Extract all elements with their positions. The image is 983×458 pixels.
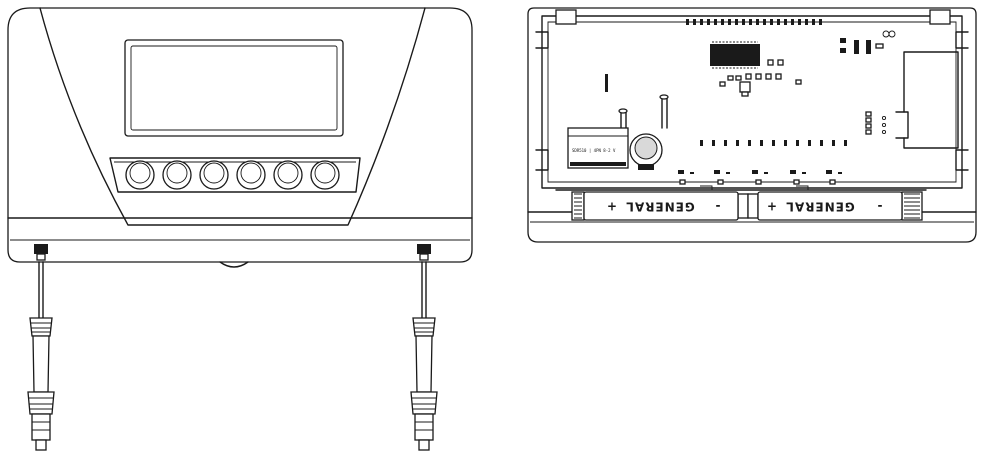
microcontroller-chip [710,41,760,69]
button-row [125,160,340,190]
capacitor [629,133,663,170]
pin-header-top [686,19,822,25]
button-1[interactable] [125,160,155,190]
battery-2-label: GENERAL [785,200,854,214]
battery-1: + GENERAL - [583,191,739,221]
battery-2-plus: + [767,200,777,214]
display-window [124,39,344,137]
inner-tray [541,15,963,189]
button-panel [109,157,361,193]
front-faceplate [39,7,426,226]
button-2[interactable] [162,160,192,190]
battery-1-plus: + [607,200,617,214]
battery-1-minus: - [715,200,720,214]
smd-components [719,59,802,97]
bottom-notch [219,261,249,268]
button-6[interactable] [310,160,340,190]
relay: SDR510 | 4PN 8-2 V [567,127,629,169]
side-bracket [903,51,959,149]
battery-compartment: + GENERAL - + GENERAL - [555,185,927,221]
pin-header-mid [700,140,847,146]
sensor-cable-left [27,261,55,451]
open-device: SDR510 | 4PN 8-2 V [527,7,977,243]
battery-1-label: GENERAL [625,200,694,214]
corner-clips [535,9,969,171]
cable-gland-right [417,244,431,261]
closed-device [7,7,473,451]
rear-housing [527,7,977,243]
relay-label: SDR510 | 4PN 8-2 V [572,148,616,153]
cable-gland-left [34,244,48,261]
battery-2: + GENERAL - [757,191,903,221]
button-3[interactable] [199,160,229,190]
battery-spring-left [571,191,585,221]
battery-2-minus: - [877,200,882,214]
button-4[interactable] [236,160,266,190]
smd-row [678,170,842,185]
sensor-cable-right [410,261,438,451]
button-5[interactable] [273,160,303,190]
battery-spring-right [901,191,923,221]
transistor-cluster [840,30,896,54]
side-connector [865,111,909,139]
